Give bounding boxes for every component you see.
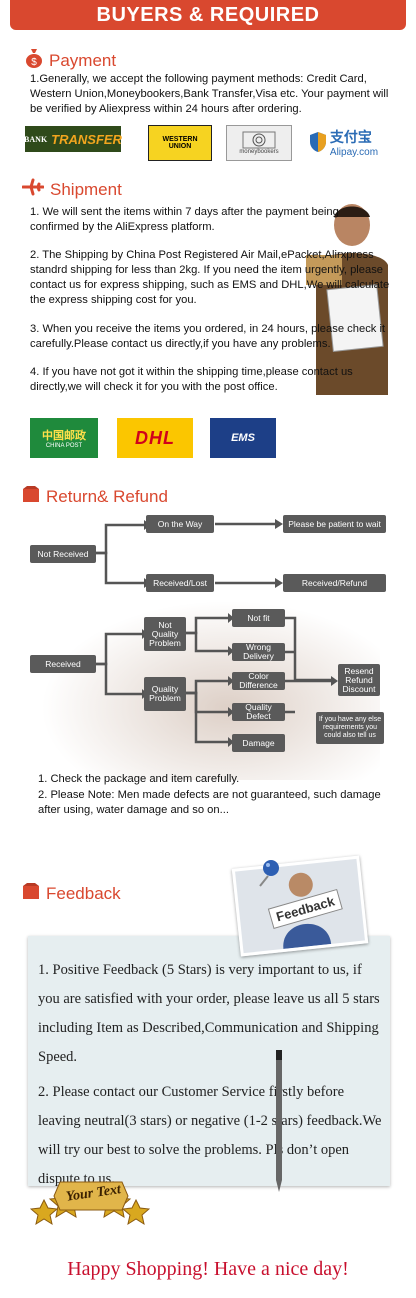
moneybookers-logo: moneybookers [226,125,292,161]
received-refund-box: Received/Refund [283,574,386,592]
stars-icon [29,1181,151,1226]
payment-heading: $ Payment [25,48,116,73]
airplane-icon [21,178,45,201]
alipay-logo: 支付宝 Alipay.com [298,125,388,159]
wu-line1: WESTERN [162,136,198,143]
feedback-card [28,936,390,1186]
pen-icon [268,1050,288,1205]
damage-box: Damage [232,734,285,752]
shipment-heading: Shipment [21,178,122,201]
quality-problem-box: Quality Problem [144,677,186,711]
refund-heading: Return& Refund [22,485,168,508]
refund-note-2: 2. Please Note: Men made defects are not… [38,789,381,816]
not-quality-box: Not Quality Problem [144,617,186,651]
cp-cn-label: 中国邮政 [42,429,86,442]
header-banner: BUYERS & REQUIRED [10,0,406,30]
payment-text: 1.Generally, we accept the following pay… [30,73,389,115]
refund-title: Return& Refund [46,486,168,506]
wrong-delivery-box: Wrong Delivery [232,643,285,661]
not-fit-box: Not fit [232,609,285,627]
else-requirements-box: If you have any else requirements you co… [316,712,384,744]
dhl-label: DHL [135,427,175,448]
feedback-p2: 2. Please contact our Customer Service f… [38,1084,382,1187]
closing-message: Happy Shopping! Have a nice day! [67,1258,349,1280]
shipment-p3: 3. When you receive the items you ordere… [30,323,386,350]
feedback-photo: Feedback [231,855,369,957]
feedback-title: Feedback [46,883,121,903]
mb-label: moneybookers [239,149,279,155]
wu-line2: UNION [168,143,192,150]
alipay-label: Alipay.com [329,146,379,158]
payment-title: Payment [49,50,117,70]
star-badge: Your Text [29,1160,151,1230]
resend-refund-box: Resend Refund Discount [338,664,380,696]
page-title: BUYERS & REQUIRED [96,3,320,26]
shipment-title: Shipment [50,179,122,199]
western-union-logo: WESTERN UNION [148,125,212,161]
on-the-way-box: On the Way [146,515,214,533]
received-lost-box: Received/Lost [146,574,214,592]
received-box: Received [30,655,96,673]
feedback-p1: 1. Positive Feedback (5 Stars) is very i… [38,962,380,1065]
bank-label: BANK [24,134,48,144]
bank-transfer-logo: BANK TRANSFER [24,126,122,152]
money-bag-icon: $ [25,48,43,73]
refund-note-1: 1. Check the package and item carefully. [38,773,240,785]
svg-text:$: $ [31,57,37,68]
moneybookers-icon [242,131,276,149]
ems-label: EMS [231,432,255,444]
package-icon [22,882,40,905]
not-received-box: Not Received [30,545,96,563]
person-icon [283,872,332,949]
handshake-background [40,600,380,780]
shield-icon [309,132,326,152]
be-patient-box: Please be patient to wait [283,515,386,533]
color-difference-box: Color Difference [232,672,285,690]
ems-logo: EMS [210,418,276,458]
shipment-p1: 1. We will sent the items within 7 days … [30,206,339,233]
china-post-logo: 中国邮政 CHINA POST [30,418,98,458]
shipment-p4: 4. If you have not got it within the shi… [30,366,353,393]
cp-label: CHINA POST [45,443,83,449]
delivery-man-image [296,195,408,395]
shipment-p2: 2. The Shipping by China Post Registered… [30,249,390,306]
push-pin-icon [256,858,282,893]
quality-defect-box: Quality Defect [232,703,285,721]
transfer-label: TRANSFER [51,131,122,147]
dhl-logo: DHL [117,418,193,458]
package-icon [22,485,40,508]
feedback-heading: Feedback [22,882,121,905]
alipay-cn-label: 支付宝 [329,129,372,146]
